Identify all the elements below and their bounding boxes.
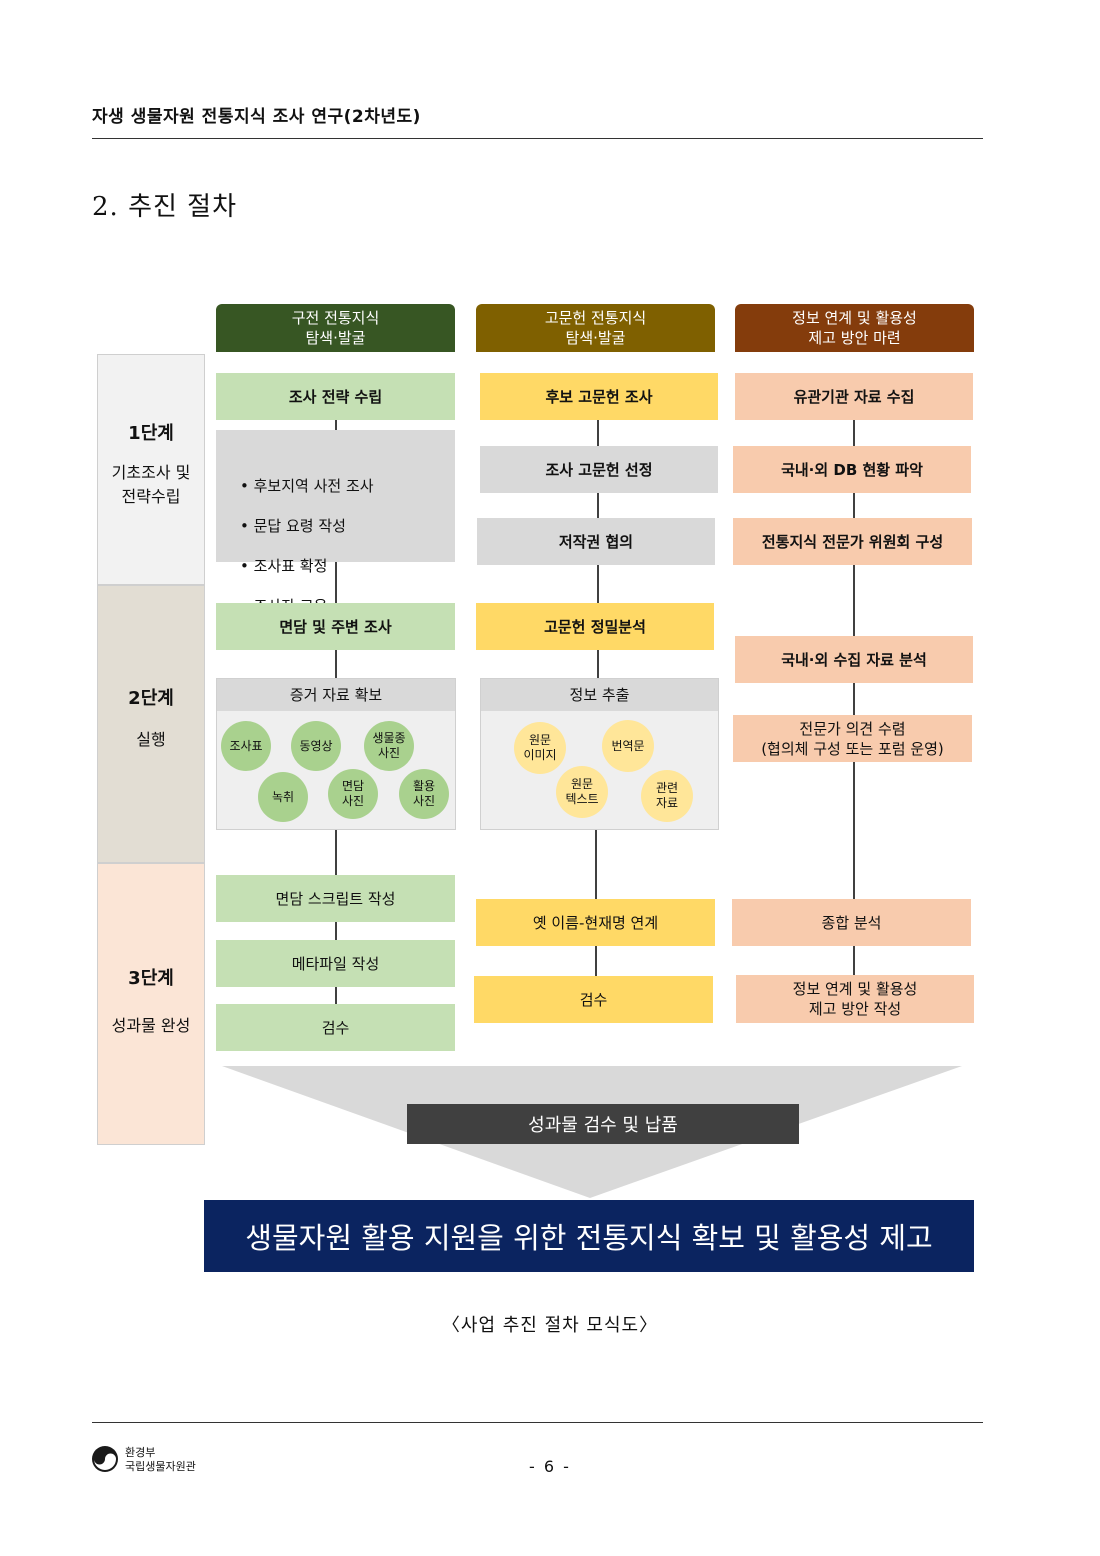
ancient-candidate-box: 후보 고문헌 조사 xyxy=(480,373,718,420)
evidence-use-photo-circle: 활용 사진 xyxy=(399,769,449,819)
ancient-extract-title: 정보 추출 xyxy=(481,679,718,711)
stage-1-bar: 1단계 기초조사 및 전략수립 xyxy=(97,354,205,585)
ancient-selection-box: 조사 고문헌 선정 xyxy=(480,446,718,493)
extract-translation-circle: 번역문 xyxy=(602,720,654,772)
section-title: 2. 추진 절차 xyxy=(92,192,238,222)
ancient-name-link-box: 옛 이름-현재명 연계 xyxy=(476,899,715,946)
evidence-interview-photo-circle: 면담 사진 xyxy=(328,769,378,819)
info-committee-box: 전통지식 전문가 위원회 구성 xyxy=(733,518,972,565)
goal-banner: 생물자원 활용 지원을 위한 전통지식 확보 및 활용성 제고 xyxy=(204,1200,974,1272)
column-header-info: 정보 연계 및 활용성 제고 방안 마련 xyxy=(735,304,974,352)
stage-1-number: 1단계 xyxy=(128,423,174,444)
info-db-status-box: 국내·외 DB 현황 파악 xyxy=(733,446,971,493)
oral-prep-list: 후보지역 사전 조사 문답 요령 작성 조사표 확정 조사자 교육 xyxy=(240,456,374,636)
info-plan-box: 정보 연계 및 활용성 제고 방안 작성 xyxy=(736,975,974,1023)
info-expert-opinion-box: 전문가 의견 수렴 (협의체 구성 또는 포럼 운영) xyxy=(733,715,972,762)
figure-caption: 〈사업 추진 절차 모식도〉 xyxy=(441,1315,659,1336)
org-name: 환경부 국립생물자원관 xyxy=(125,1446,196,1473)
oral-strategy-box: 조사 전략 수립 xyxy=(216,373,455,420)
evidence-recording-circle: 녹취 xyxy=(258,772,308,822)
column-header-ancient: 고문헌 전통지식 탐색·발굴 xyxy=(476,304,715,352)
stage-1-desc: 기초조사 및 전략수립 xyxy=(111,463,191,506)
running-title: 자생 생물자원 전통지식 조사 연구(2차년도) xyxy=(92,107,421,127)
evidence-species-photo-circle: 생물종 사진 xyxy=(364,721,414,771)
evidence-video-circle: 동영상 xyxy=(291,721,341,771)
extract-original-image-circle: 원문 이미지 xyxy=(514,722,566,774)
stage-2-bar: 2단계 실행 xyxy=(97,585,205,863)
stage-3-desc: 성과물 완성 xyxy=(111,1016,191,1035)
oral-prep-panel: 후보지역 사전 조사 문답 요령 작성 조사표 확정 조사자 교육 xyxy=(216,430,455,615)
oral-metafile-box: 메타파일 작성 xyxy=(216,940,455,987)
extract-related-data-circle: 관련 자료 xyxy=(641,770,693,822)
stage-2-desc: 실행 xyxy=(136,730,166,749)
oral-prep-item: 후보지역 사전 조사 xyxy=(240,476,374,496)
stage-3-number: 3단계 xyxy=(128,968,174,989)
oral-script-box: 면담 스크립트 작성 xyxy=(216,875,455,922)
oral-review-box: 검수 xyxy=(216,1004,455,1051)
oral-prep-item: 조사표 확정 xyxy=(240,556,374,576)
info-analysis-box: 국내·외 수집 자료 분석 xyxy=(735,636,973,683)
footer-rule xyxy=(92,1422,983,1423)
page-number: - 6 - xyxy=(529,1457,571,1476)
result-delivery-bar: 성과물 검수 및 납품 xyxy=(407,1104,799,1144)
stage-2-number: 2단계 xyxy=(128,688,174,709)
info-collection-box: 유관기관 자료 수집 xyxy=(735,373,973,420)
ancient-analysis-box: 고문헌 정밀분석 xyxy=(476,603,714,650)
oral-evidence-title: 증거 자료 확보 xyxy=(217,679,455,711)
oral-interview-box: 면담 및 주변 조사 xyxy=(216,603,455,650)
header-rule xyxy=(92,138,983,139)
evidence-survey-circle: 조사표 xyxy=(221,721,271,771)
column-header-oral: 구전 전통지식 탐색·발굴 xyxy=(216,304,455,352)
extract-original-text-circle: 원문 텍스트 xyxy=(556,766,608,818)
ancient-review-box: 검수 xyxy=(474,976,713,1023)
oral-prep-item: 문답 요령 작성 xyxy=(240,516,374,536)
ancient-copyright-box: 저작권 협의 xyxy=(477,518,715,565)
connector-line xyxy=(853,419,855,999)
info-synthesis-box: 종합 분석 xyxy=(732,899,971,946)
stage-3-bar: 3단계 성과물 완성 xyxy=(97,863,205,1145)
ministry-logo-icon xyxy=(92,1446,118,1472)
